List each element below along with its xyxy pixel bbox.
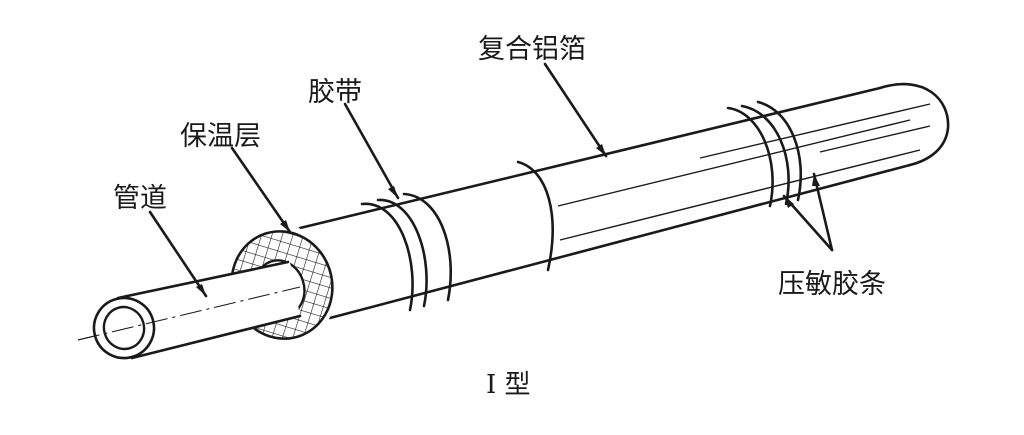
pipe: [77, 260, 302, 360]
label-pipe: 管道: [113, 183, 167, 214]
label-pressure-strip: 压敏胶条: [778, 269, 886, 300]
label-foil: 复合铝箔: [478, 34, 586, 65]
leader-lines: [148, 62, 834, 298]
figure-caption: I 型: [486, 370, 531, 400]
pressure-strip-bands: [726, 100, 803, 208]
tape-band: [360, 192, 453, 312]
label-tape: 胶带: [308, 77, 362, 108]
foil-jacket: [298, 81, 950, 320]
label-insulation: 保温层: [180, 121, 261, 152]
